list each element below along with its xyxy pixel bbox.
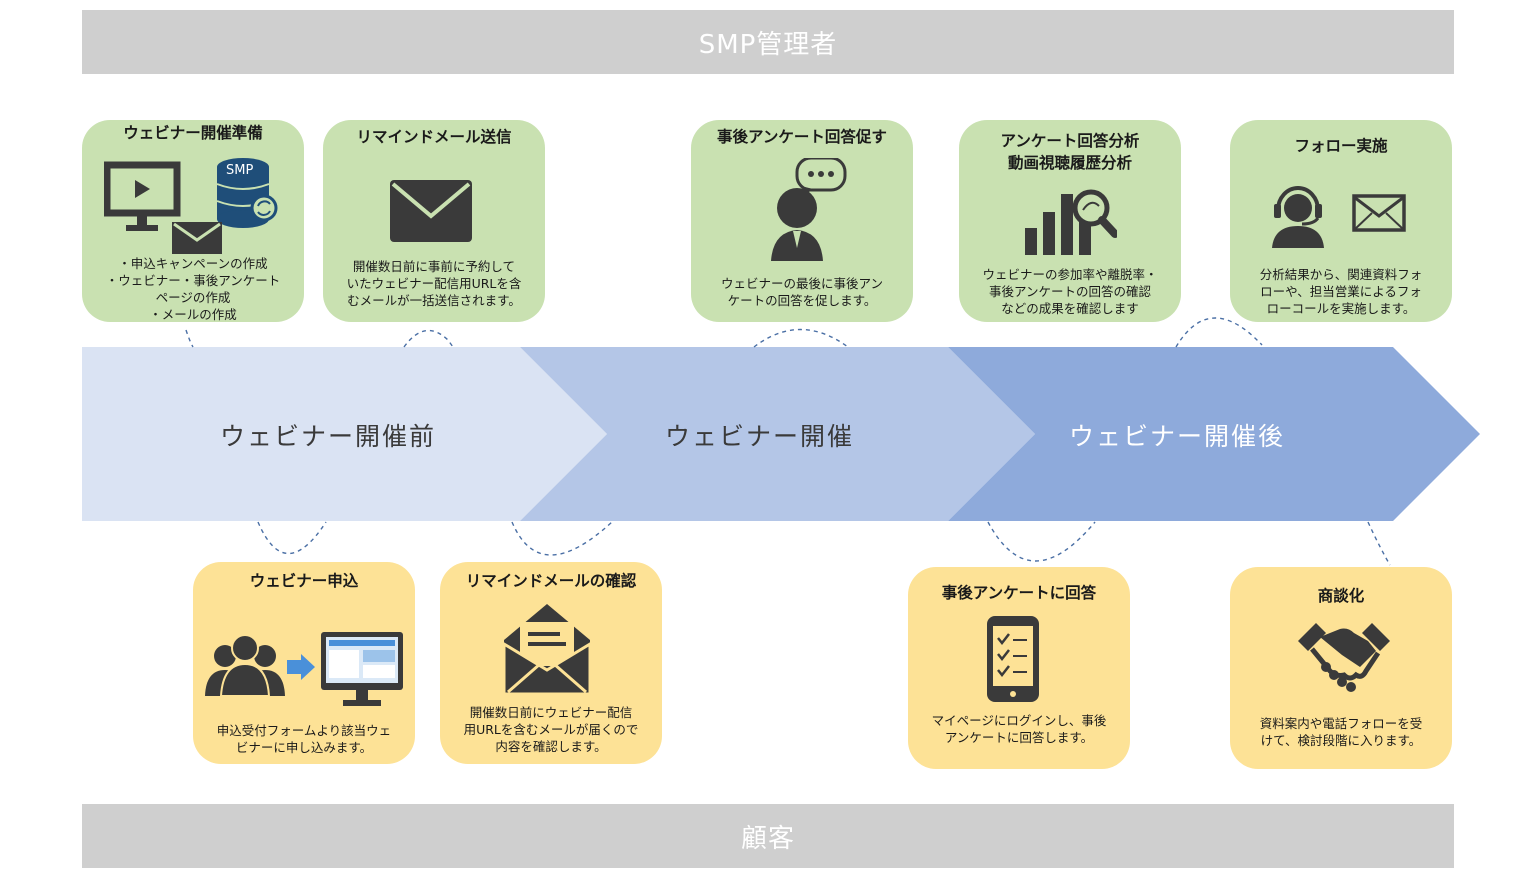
- smartphone-checklist-icon: [987, 616, 1039, 702]
- smp-icon-text: SMP: [226, 163, 253, 178]
- admin-card-survey-prompt: 事後アンケート回答促す ウェビナーの最後に事後アン ケートの回答を促します。: [691, 120, 913, 322]
- phase-label-after: ウェビナー開催後: [1069, 422, 1286, 451]
- card-title: リマインドメールの確認: [465, 572, 637, 590]
- card-description: ウェビナーの最後に事後アン ケートの回答を促します。: [720, 276, 883, 308]
- headset-mail-icon: [1272, 186, 1406, 248]
- card-description: 開催数日前に事前に予約して いたウェビナー配信用URLを含 むメールが一括送信さ…: [346, 259, 522, 308]
- card-description: 分析結果から、関連資料フォ ローや、担当営業によるフォ ローコールを実施します。: [1259, 267, 1423, 316]
- monitor-database-mail-icon: SMP: [104, 158, 278, 254]
- phase-arrow-before: [82, 347, 607, 521]
- card-title: ウェビナー開催準備: [123, 124, 263, 142]
- customer-card-survey-answer: 事後アンケートに回答 マイページにログインし、事後 アンケートに回答します。: [908, 567, 1130, 769]
- card-title: リマインドメール送信: [356, 128, 512, 146]
- customer-card-negotiation: 商談化 資料案内や電話フォローを受 けて、検討段階に入ります。: [1230, 567, 1452, 769]
- card-description: 申込受付フォームより該当ウェ ビナーに申し込みます。: [216, 723, 392, 755]
- phase-arrow-after: [948, 347, 1480, 521]
- customer-band: 顧客: [82, 804, 1454, 868]
- users-arrow-monitor-icon: [205, 632, 403, 706]
- chart-magnifier-icon: [1025, 189, 1117, 255]
- card-description: 資料案内や電話フォローを受 けて、検討段階に入ります。: [1259, 716, 1423, 748]
- card-title: ウェビナー申込: [249, 572, 359, 590]
- handshake-icon: [1298, 623, 1390, 692]
- card-description: 開催数日前にウェビナー配信 用URLを含むメールが届くので 内容を確認します。: [463, 705, 639, 754]
- admin-band: SMP管理者: [82, 10, 1454, 74]
- open-mail-icon: [502, 604, 592, 696]
- phase-arrow-during: [520, 347, 1035, 521]
- admin-card-prepare: ウェビナー開催準備 SMP ・申込キャンペーンの作成 ・ウェビナー・事後アンケー…: [82, 120, 304, 322]
- card-title: 事後アンケートに回答: [941, 584, 1097, 602]
- admin-card-follow: フォロー実施 分析結果から、関連資料フォ ローや、担当営業によるフォ ローコール…: [1230, 120, 1452, 322]
- card-title: 事後アンケート回答促す: [717, 128, 887, 146]
- mail-icon: [390, 180, 472, 242]
- card-title: アンケート回答分析 動画視聴履歴分析: [1000, 132, 1140, 172]
- card-description: マイページにログインし、事後 アンケートに回答します。: [931, 713, 1107, 745]
- phase-label-before: ウェビナー開催前: [220, 422, 437, 451]
- card-title: フォロー実施: [1294, 137, 1388, 155]
- phase-label-during: ウェビナー開催: [665, 422, 855, 451]
- admin-card-analysis: アンケート回答分析 動画視聴履歴分析 ウェビナーの参加率や離脱率・ 事後アンケー…: [959, 120, 1181, 322]
- person-speech-icon: [771, 158, 847, 261]
- admin-card-remind-send: リマインドメール送信 開催数日前に事前に予約して いたウェビナー配信用URLを含…: [323, 120, 545, 322]
- card-description: ・申込キャンペーンの作成 ・ウェビナー・事後アンケート ページの作成 ・メールの…: [105, 256, 281, 322]
- customer-card-apply: ウェビナー申込 申込受付フォームより該当ウェ ビナーに申し込みます。: [193, 562, 415, 764]
- card-description: ウェビナーの参加率や離脱率・ 事後アンケートの回答の確認 などの成果を確認します: [982, 267, 1158, 316]
- card-title: 商談化: [1317, 587, 1365, 605]
- customer-card-remind-check: リマインドメールの確認 開催数日前にウェビナー配信 用URLを含むメールが届くの…: [440, 562, 662, 764]
